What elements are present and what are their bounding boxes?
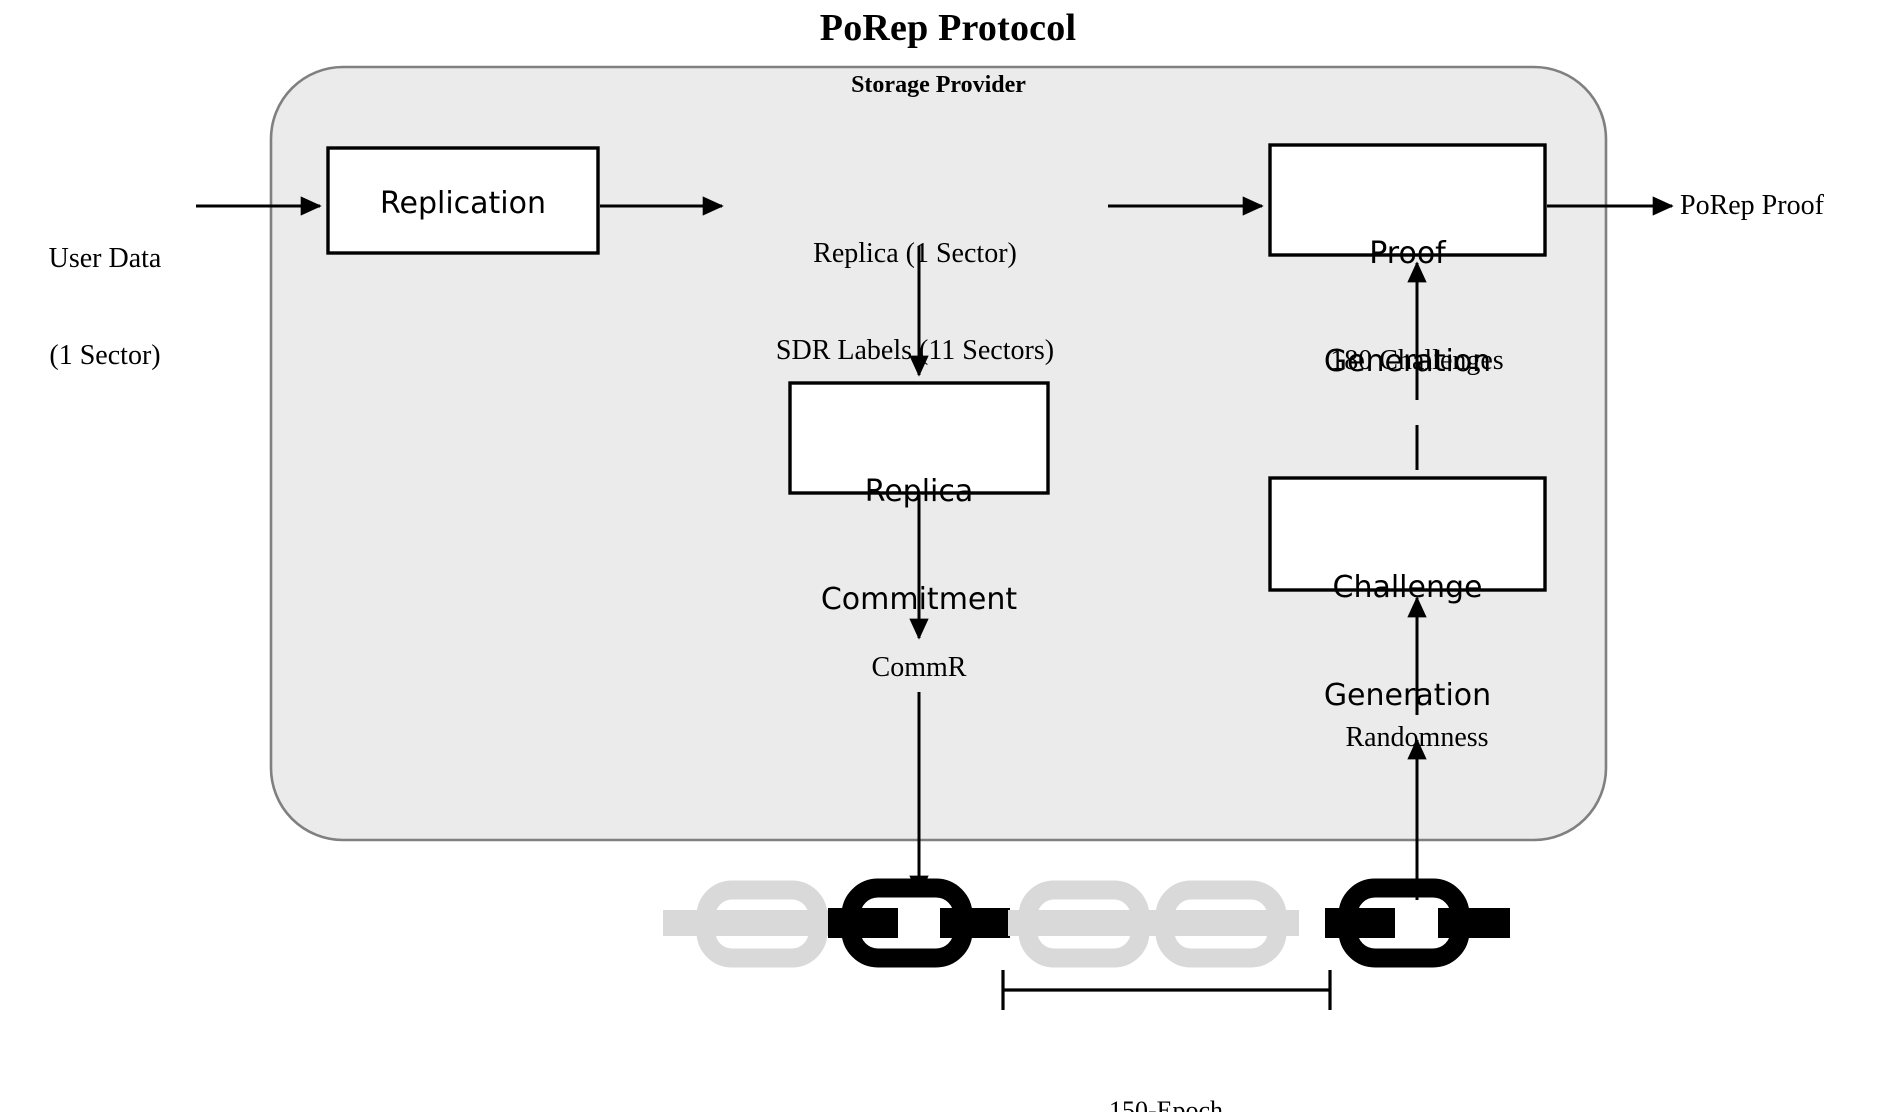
proof-generation-box: [1268, 143, 1547, 257]
user-data-line1: User Data: [48, 242, 162, 274]
proof-generation-line1: Proof: [1369, 236, 1446, 271]
challenge-generation-line1: Challenge: [1332, 570, 1483, 605]
chain-bar-active-4-right: [1438, 908, 1510, 938]
replica-sdr-label: Replica (1 Sector) SDR Labels (11 Sector…: [715, 173, 1115, 433]
proof-generation-box-label: Proof Generation: [1270, 164, 1545, 452]
challenges-label: 180 Challenges: [1330, 345, 1504, 376]
page-title: PoRep Protocol: [819, 7, 1077, 49]
replication-box: [326, 146, 600, 255]
chain-link-active-4: [1325, 878, 1510, 968]
chain-link-inactive-3: [1145, 880, 1299, 968]
porep-proof-label: PoRep Proof: [1680, 190, 1824, 221]
commr-label: CommR: [871, 652, 967, 683]
proof-generation-line2: Generation: [1323, 344, 1492, 379]
replication-box-label: Replication: [379, 186, 546, 221]
delay-period-bracket: [1001, 970, 1332, 1010]
replica-commitment-line2: Commitment: [820, 582, 1018, 617]
replica-line2: SDR Labels (11 Sectors): [775, 335, 1055, 367]
replica-commitment-box-label: Replica Commitment: [790, 402, 1048, 690]
chain-link-active-1: [828, 878, 1010, 968]
replica-commitment-box: [788, 381, 1050, 495]
chain-graphic: [663, 878, 1510, 968]
delay-period-label: 150-Epoch Delay Period: [1001, 1033, 1331, 1112]
chain-link-inactive-2: [1008, 880, 1162, 968]
chain-bar-active-1-right: [940, 908, 1010, 938]
randomness-label: Randomness: [1345, 722, 1489, 753]
delay-period-line1: 150-Epoch: [1108, 1096, 1224, 1112]
replica-commitment-line1: Replica: [864, 474, 974, 509]
challenge-generation-line2: Generation: [1323, 678, 1492, 713]
chain-bar-active-1-left: [828, 908, 898, 938]
user-data-line2: (1 Sector): [49, 340, 161, 372]
user-data-label: User Data (1 Sector): [10, 178, 200, 438]
chain-bar-active-4-left: [1325, 908, 1395, 938]
replica-line1: Replica (1 Sector): [813, 237, 1017, 269]
challenge-generation-box-label: Challenge Generation: [1270, 498, 1545, 786]
challenge-generation-box: [1268, 476, 1547, 592]
container-title: Storage Provider: [851, 72, 1026, 98]
